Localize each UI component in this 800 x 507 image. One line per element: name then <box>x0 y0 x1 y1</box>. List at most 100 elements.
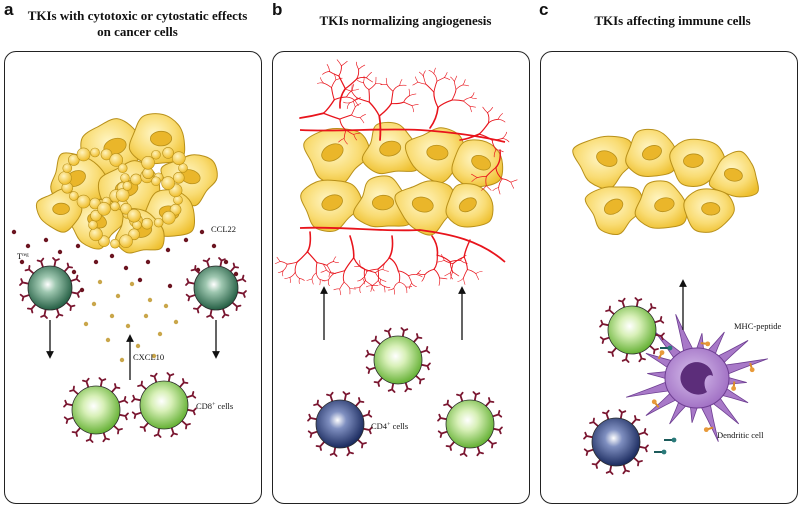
panel-a-title-line1: TKIs with cytotoxic or cytostatic effect… <box>27 8 248 23</box>
vessel-segment <box>409 282 412 289</box>
vessel-segment <box>450 263 454 273</box>
ccl22-dot <box>93 259 99 265</box>
cd4-green-cell-right <box>437 391 503 457</box>
vessel-segment <box>421 274 426 282</box>
panel-a-frame <box>4 51 262 504</box>
receptor <box>652 316 665 324</box>
ccl22-dot <box>11 229 17 235</box>
vessel-segment <box>358 64 366 70</box>
vessel-segment <box>475 271 483 274</box>
vessel-segment <box>333 288 340 291</box>
vessel-segment <box>306 278 313 281</box>
vessel-segment <box>478 122 489 135</box>
apoptotic-blebs <box>58 147 188 249</box>
apoptotic-bleb <box>110 201 120 212</box>
vessel-segment <box>320 269 327 273</box>
vessel-segment <box>351 114 361 119</box>
vessel-segment <box>344 78 357 90</box>
vessel-segment <box>470 92 475 98</box>
vessel-segment <box>339 114 353 120</box>
tumor-nucleus <box>603 198 624 215</box>
cell-body <box>373 335 423 385</box>
vessel-segment <box>454 81 457 90</box>
vessel-segment <box>346 96 356 101</box>
vessel-segment <box>356 97 370 103</box>
treg-label-sub: reg <box>22 253 29 258</box>
vessel-segment <box>390 90 394 105</box>
vessel-segment <box>359 260 361 267</box>
vessel-segment <box>437 260 445 263</box>
mhc-peptide <box>705 341 711 347</box>
vessel-segment <box>439 277 448 280</box>
vessel-segment <box>451 88 457 101</box>
vessel-segment <box>412 81 419 86</box>
receptor <box>102 430 110 443</box>
vessel-segment <box>449 259 461 263</box>
tumor-nucleus <box>321 143 344 162</box>
tumor-nucleus <box>321 194 343 211</box>
receptor <box>632 456 643 467</box>
vessel-segment <box>416 274 423 278</box>
tumor-nucleus <box>723 167 743 182</box>
vessel-segment <box>403 95 411 103</box>
cxcl10-dot <box>157 331 163 337</box>
vessel-segment <box>311 272 317 280</box>
vessel-segment <box>433 254 438 270</box>
vessel-segment <box>487 112 490 124</box>
receptor <box>116 396 129 404</box>
panel-c-frame <box>540 51 798 504</box>
apoptotic-bleb <box>109 153 124 167</box>
receptor <box>69 385 80 396</box>
tcr-head <box>667 345 673 351</box>
dendritic-cell <box>626 314 768 442</box>
vessel-segment <box>323 264 327 271</box>
vessel-segment <box>397 270 401 283</box>
panel-c-title: TKIs affecting immune cells <box>594 13 751 28</box>
panel-b-letter: b <box>272 0 283 19</box>
vessel-segment <box>393 288 396 295</box>
vessel-segment <box>317 82 324 84</box>
apoptotic-bleb <box>110 238 120 249</box>
ccl22-dot <box>71 269 77 275</box>
vessel-segment <box>339 288 342 296</box>
ccl22-dot <box>223 259 229 265</box>
vessel-segment <box>501 178 512 183</box>
mhc-peptide <box>731 386 737 391</box>
vessel-segment <box>423 75 427 85</box>
vessel-segment <box>362 270 368 279</box>
vessel-segment <box>417 81 427 85</box>
vessel-segment <box>357 79 364 83</box>
vessel-segment <box>443 260 454 264</box>
ccl22-dot <box>123 265 129 271</box>
cxcl10-dot <box>163 303 169 309</box>
receptor <box>64 301 76 312</box>
receptor <box>589 417 600 428</box>
vessel-segment <box>405 286 408 294</box>
cd4-label-main: CD4 <box>371 421 388 431</box>
vessel-segment <box>455 84 464 90</box>
tumor-nucleus <box>654 197 675 213</box>
vessel-segment <box>498 178 503 188</box>
cd4-blue-cell <box>307 391 373 457</box>
vessel-segment <box>463 97 472 102</box>
receptor <box>618 297 626 310</box>
receptor <box>605 305 616 316</box>
dendritic-nucleus <box>680 362 713 395</box>
vessel-segment <box>470 97 477 100</box>
mhc-peptide <box>749 367 755 373</box>
vessel-segment <box>356 61 359 70</box>
receptor <box>599 336 612 344</box>
apoptotic-bleb <box>89 227 103 242</box>
t-cells-b <box>307 327 503 457</box>
cell-body <box>591 417 641 467</box>
receptor <box>365 366 378 374</box>
cd8-label-rest: cells <box>215 401 234 411</box>
receptor <box>192 302 203 314</box>
apoptotic-bleb <box>117 163 128 174</box>
cell-body <box>315 399 365 449</box>
vessel-segment <box>383 285 386 293</box>
tcr-head <box>671 437 677 443</box>
receptor <box>202 257 211 269</box>
vessel-segment <box>431 235 439 257</box>
vessel-segment <box>419 71 424 77</box>
